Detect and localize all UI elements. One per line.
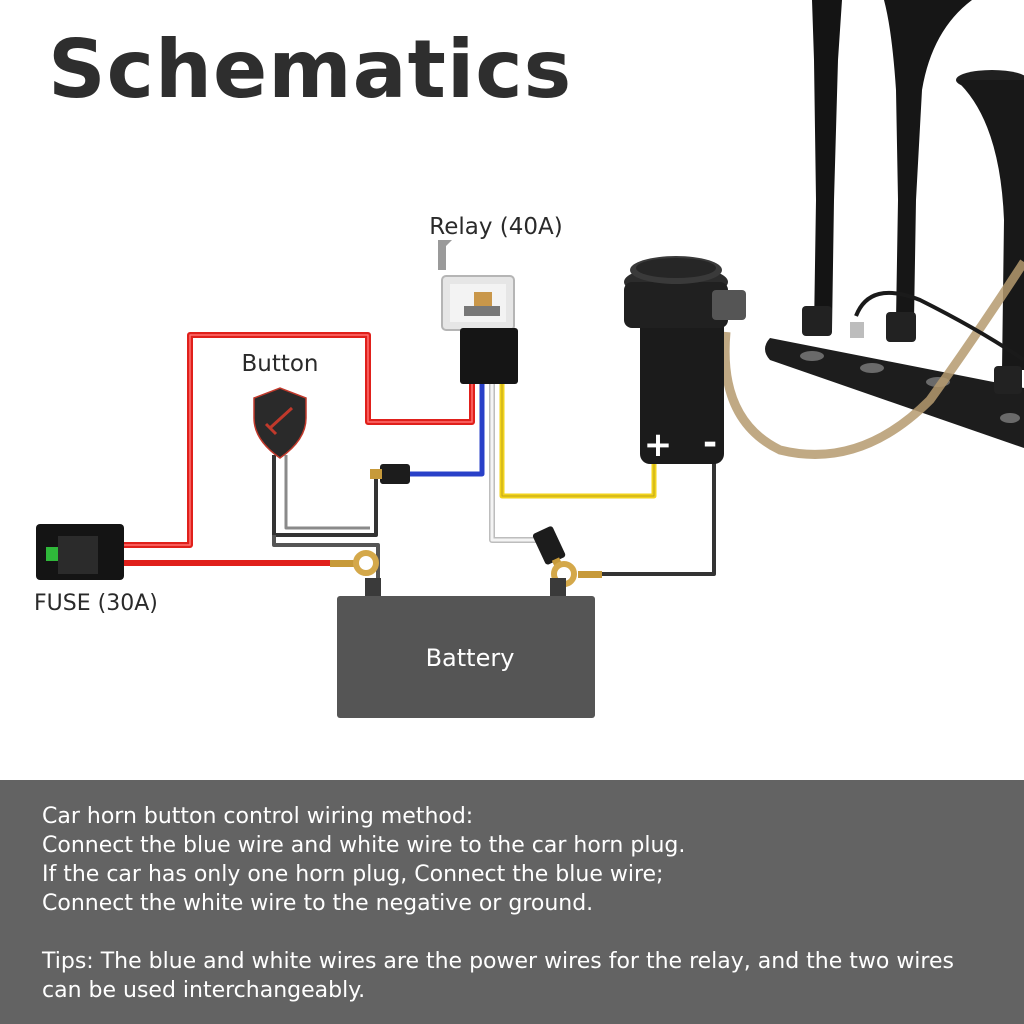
compressor-positive-terminal: + (644, 425, 673, 465)
air-compressor (624, 256, 746, 464)
relay-label: Relay (40A) (429, 214, 562, 240)
horn-button (253, 387, 307, 459)
relay (438, 240, 518, 384)
button-label: Button (241, 351, 318, 377)
instructions-heading: Car horn button control wiring method: (42, 804, 474, 829)
fuse-holder (36, 524, 124, 580)
blue-wire-connector (380, 464, 410, 484)
page-title: Schematics (48, 23, 573, 116)
compressor-negative-terminal: - (703, 423, 717, 463)
air-horn-trumpets (765, 0, 1024, 448)
battery-label: Battery (426, 644, 515, 672)
red-wire-relay (124, 332, 475, 548)
fuse-label: FUSE (30A) (34, 591, 158, 616)
compressor-ground-wire (596, 462, 716, 576)
instructions-line-1: Connect the blue wire and white wire to … (42, 833, 686, 858)
ring-terminal-positive (330, 550, 379, 576)
instructions-line-3: Connect the white wire to the negative o… (42, 891, 594, 916)
blue-wire (410, 384, 485, 477)
white-wire (489, 384, 538, 543)
yellow-wire (499, 384, 657, 499)
instructions-panel: Car horn button control wiring method: C… (0, 780, 1024, 1024)
wiring-diagram: Relay (40A) Button FUSE (30A) + - Batter… (34, 0, 1024, 718)
instructions-line-2: If the car has only one horn plug, Conne… (42, 862, 664, 887)
battery (337, 578, 595, 718)
instructions-tips: Tips: The blue and white wires are the p… (42, 949, 954, 1003)
